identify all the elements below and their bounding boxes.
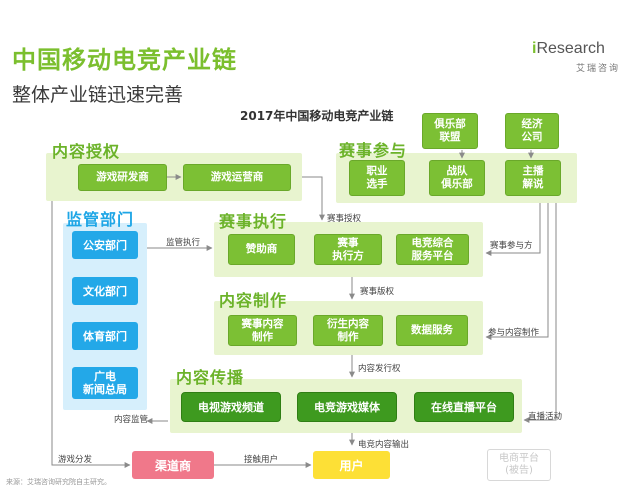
node-pro-player: 职业 选手 (349, 160, 405, 196)
node-public-security: 公安部门 (72, 231, 138, 259)
edge-label-event-participate: 赛事参与方 (490, 241, 533, 251)
event-participation-label: 赛事参与 (339, 141, 408, 160)
node-game-developer: 游戏研发商 (78, 164, 167, 191)
edge-label-live-activity: 直播活动 (528, 412, 563, 422)
logo-i: i (532, 40, 537, 57)
logo-wordmark: iResearch (532, 40, 605, 58)
logo-subtitle: 艾瑞咨询 (576, 64, 621, 74)
watermark-line1: 电商平台 (499, 453, 539, 464)
edge-label-content-supervision: 内容监管 (114, 415, 149, 425)
node-esports-service-platform: 电竞综合 服务平台 (396, 234, 469, 265)
arrow-participation-to-exec (485, 203, 541, 256)
content-license-label: 内容授权 (52, 142, 121, 161)
node-event-content-production: 赛事内容 制作 (228, 315, 297, 346)
node-sarft: 广电 新闻总局 (72, 367, 138, 399)
node-agency: 经济 公司 (505, 113, 559, 149)
node-team-club: 战队 俱乐部 (429, 160, 485, 196)
node-sponsor: 赞助商 (228, 234, 295, 265)
node-club-league: 俱乐部 联盟 (422, 113, 478, 149)
watermark-box: 电商平台 (被告) (487, 449, 551, 481)
regulation-label: 监管部门 (66, 210, 135, 229)
chart-title: 2017年中国移动电竞产业链 (240, 109, 394, 123)
node-streamer-commentator: 主播 解说 (505, 160, 561, 196)
page-subtitle: 整体产业链迅速完善 (12, 84, 184, 106)
node-user: 用户 (313, 451, 390, 479)
node-sports-dept: 体育部门 (72, 322, 138, 350)
arrow-participation-to-distribution (523, 203, 557, 423)
page-title: 中国移动电竞产业链 (12, 46, 237, 74)
node-derivative-content: 衍生内容 制作 (313, 315, 383, 346)
node-game-operator: 游戏运营商 (183, 164, 291, 191)
arrow-license-to-channel (51, 201, 131, 468)
node-data-service: 数据服务 (396, 315, 468, 346)
event-execution-label: 赛事执行 (219, 212, 288, 231)
content-distribution-label: 内容传播 (176, 368, 245, 387)
edge-label-regulation-exec: 监管执行 (166, 238, 201, 248)
edge-label-content-participate: 参与内容制作 (488, 328, 540, 338)
source-note: 来源：艾瑞咨询研究院自主研究。 (6, 478, 111, 486)
iresearch-logo: iResearch 艾瑞咨询 (532, 40, 624, 78)
edge-label-distribution-rights: 内容发行权 (358, 364, 401, 374)
node-live-streaming-platform: 在线直播平台 (414, 392, 514, 422)
edge-label-game-distribution: 游戏分发 (58, 455, 93, 465)
edge-label-event-license: 赛事授权 (327, 214, 362, 224)
logo-research: Research (536, 40, 605, 57)
node-tv-game-channel: 电视游戏频道 (181, 392, 281, 422)
arrow-participation-to-production (485, 203, 549, 340)
edge-label-esports-output: 电竞内容输出 (358, 440, 410, 450)
node-channel-provider: 渠道商 (132, 451, 214, 479)
edge-label-reach-user: 接触用户 (244, 455, 279, 465)
content-production-label: 内容制作 (219, 291, 288, 310)
node-event-executor: 赛事 执行方 (314, 234, 382, 265)
edge-label-event-rights: 赛事版权 (360, 287, 395, 297)
node-culture-dept: 文化部门 (72, 277, 138, 305)
watermark-line2: (被告) (505, 465, 533, 476)
node-esports-media: 电竞游戏媒体 (297, 392, 397, 422)
arrow-license-to-exec (302, 176, 325, 221)
